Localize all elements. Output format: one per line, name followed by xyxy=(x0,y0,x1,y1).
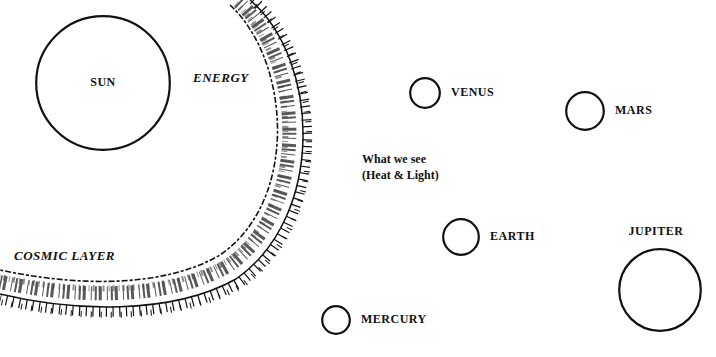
planet-name: SUN xyxy=(90,76,116,89)
energy-label: ENERGY xyxy=(193,70,249,87)
planet-name: VENUS xyxy=(451,86,494,99)
circle-outline xyxy=(409,77,441,109)
sun-circle: SUN xyxy=(35,15,171,151)
planet-name: JUPITER xyxy=(629,225,684,238)
planet-circle: JUPITER xyxy=(618,248,702,332)
circle-outline xyxy=(321,305,351,335)
layer-label: COSMIC LAYER xyxy=(14,248,115,265)
planet-name: MERCURY xyxy=(361,313,427,326)
planet-name: MARS xyxy=(615,104,652,117)
planet-circle: EARTH xyxy=(442,218,480,256)
planet-name: EARTH xyxy=(490,230,535,243)
planet-circle: MARS xyxy=(565,91,605,131)
planet-circle: VENUS xyxy=(409,77,441,109)
circle-outline xyxy=(565,91,605,131)
callout-label: What we see (Heat & Light) xyxy=(362,152,454,183)
circle-outline xyxy=(618,248,702,332)
planet-circle: MERCURY xyxy=(321,305,351,335)
circle-outline xyxy=(442,218,480,256)
